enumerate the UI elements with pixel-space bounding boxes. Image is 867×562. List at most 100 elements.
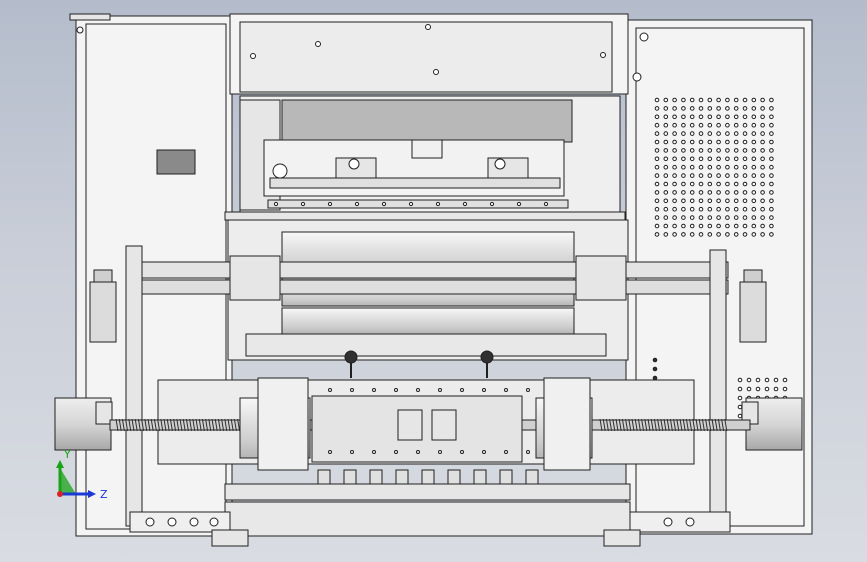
screw-thread [669, 418, 673, 432]
upper-shaft-lower [127, 279, 729, 295]
coordinate-triad: Y Z [56, 448, 108, 501]
perforation-hole [663, 223, 669, 229]
cover-screw [315, 41, 321, 47]
perforation-hole [672, 156, 677, 162]
perforation-hole [769, 97, 774, 103]
perforation-hole [654, 198, 660, 204]
perforation-hole [760, 223, 765, 229]
perforation-hole [733, 215, 739, 220]
lower-roller [281, 307, 575, 335]
perforation-hole [716, 190, 721, 195]
perforation-hole [725, 97, 730, 103]
blade-tooth [525, 469, 539, 485]
screw-thread [131, 418, 135, 432]
upper-shaft [127, 261, 729, 279]
perforation-hole [725, 215, 730, 220]
perforation-hole [689, 114, 695, 120]
perforation-hole [707, 198, 713, 204]
perforation-hole [742, 97, 748, 103]
perforation-hole [672, 215, 677, 220]
perforation-hole [716, 156, 721, 162]
screw-thread [695, 418, 699, 432]
perforation-hole [725, 223, 730, 229]
chamber-shadow [281, 99, 573, 143]
screw-thread [708, 418, 712, 432]
perforation-hole [698, 206, 704, 212]
perforation-hole [769, 198, 774, 204]
upper-cover [239, 21, 613, 93]
perforation-hole [742, 131, 748, 136]
rail-bolt [354, 201, 360, 207]
cover-screw [433, 69, 439, 75]
frame-bolt [350, 388, 354, 392]
screw-thread [599, 418, 603, 432]
frame-bolt [394, 450, 398, 454]
perforation-hole [716, 164, 721, 170]
perforation-hole [698, 97, 704, 103]
perforation-hole [751, 106, 757, 111]
perforation-hole [654, 223, 660, 229]
frame-bolt [504, 450, 508, 454]
perforation-hole [654, 232, 660, 237]
perforation-hole [707, 114, 713, 120]
screw-thread [157, 418, 161, 432]
perforation-hole [769, 156, 774, 162]
blade-tooth [499, 469, 513, 485]
screw-thread [644, 418, 648, 432]
perforation-hole [751, 148, 757, 153]
perforation-hole [725, 122, 730, 128]
perforation-hole [672, 106, 677, 111]
perforation-hole [742, 223, 748, 229]
perforation-hole [689, 181, 695, 187]
right-cylinder-cap [743, 269, 763, 283]
screw-thread [173, 418, 177, 432]
screw-thread [612, 418, 616, 432]
perforation-hole [716, 206, 721, 212]
perforation-hole [769, 215, 774, 220]
perforation-hole [769, 232, 774, 237]
screw-thread [137, 418, 141, 432]
perforation-hole [751, 164, 757, 170]
blade-tooth [317, 469, 331, 485]
perforation-hole [681, 114, 686, 120]
screw-thread [214, 418, 218, 432]
perforation-hole [681, 223, 686, 229]
perforation-hole [681, 173, 686, 178]
screw-thread [189, 418, 193, 432]
perforation-hole [672, 173, 677, 178]
screw-thread [631, 418, 635, 432]
perforation-hole [681, 206, 686, 212]
perforation-hole [716, 139, 721, 145]
cover-screw [250, 53, 256, 59]
frame-bolt [526, 450, 530, 454]
screw-thread [701, 418, 705, 432]
screw-thread [676, 418, 680, 432]
screw-thread [621, 418, 625, 432]
perforation-hole [689, 215, 695, 220]
left-knife-clamp [397, 409, 423, 441]
perforation-hole [654, 173, 660, 178]
perforation-hole [663, 206, 669, 212]
perforation-hole [733, 156, 739, 162]
perforation-hole [672, 164, 677, 170]
left-base-foot [129, 511, 231, 533]
perforation-hole [672, 190, 677, 195]
perforation-hole [760, 190, 765, 195]
perforation-hole [773, 377, 779, 383]
screw-thread [724, 418, 728, 432]
perforation-hole [698, 114, 704, 120]
center-sensor [411, 139, 443, 159]
perforation-hole [672, 97, 677, 103]
perforation-hole [733, 164, 739, 170]
perforation-hole [652, 366, 658, 372]
frame-bolt [438, 450, 442, 454]
perforation-hole [707, 206, 713, 212]
screw-thread [705, 418, 709, 432]
screw-thread [660, 418, 664, 432]
perforation-hole [654, 106, 660, 111]
perforation-hole [769, 223, 774, 229]
perforation-hole [782, 386, 788, 392]
perforation-hole [751, 232, 757, 237]
perforation-hole [742, 173, 748, 178]
